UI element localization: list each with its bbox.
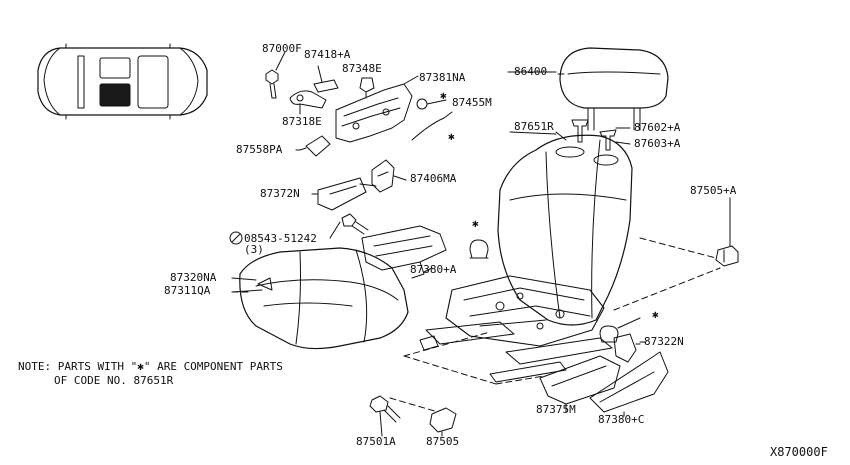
- label-87320NA: 87320NA: [170, 271, 217, 284]
- headrest-part: [557, 47, 669, 131]
- note-line-2: OF CODE NO. 87651R: [54, 374, 174, 387]
- component-mark: ✱: [652, 308, 659, 321]
- grommet-right-part: [599, 317, 641, 343]
- note-line-1: NOTE: PARTS WITH "✱" ARE COMPONENT PARTS: [18, 360, 283, 373]
- bracket-87558PA-part: [299, 135, 331, 157]
- side-bracket-part: [335, 75, 419, 143]
- grommet-part: [469, 239, 489, 259]
- label-87381NA: 87381NA: [419, 71, 466, 84]
- recliner-lever-part: [289, 65, 339, 115]
- label-87418A: 87418+A: [304, 48, 351, 61]
- leader-lines: [231, 71, 647, 343]
- label-87602A: 87602+A: [634, 121, 681, 134]
- label-87505A: 87505+A: [690, 184, 737, 197]
- clip-87455M-part: [411, 98, 453, 141]
- bolt-87501A-part: [369, 395, 401, 437]
- label-86400: 86400: [514, 65, 548, 78]
- seat-back-part: [497, 131, 633, 326]
- cover-87406MA-part: [371, 159, 407, 193]
- cover-87375M-part: [539, 355, 621, 413]
- label-87505: 87505: [426, 435, 460, 448]
- label-87372N: 87372N: [260, 187, 300, 200]
- diagram-code: X870000F: [770, 445, 828, 459]
- bolt-87000F-part: [265, 51, 286, 99]
- headrest-guide-part: [571, 119, 631, 151]
- side-cover-87380A-part: [361, 225, 447, 279]
- label-87455M: 87455M: [452, 96, 492, 109]
- label-87348E: 87348E: [342, 62, 382, 75]
- car-locator-icon: [37, 43, 208, 120]
- label-87318E: 87318E: [282, 115, 322, 128]
- cover-87372N-part: [317, 177, 377, 211]
- seat-frame-part: [419, 275, 613, 383]
- label-87311QA: 87311QA: [164, 284, 211, 297]
- cover-87322N-part: [613, 333, 641, 363]
- label-87603A: 87603+A: [634, 137, 681, 150]
- label-87651R: 87651R: [514, 120, 554, 133]
- component-mark: ✱: [448, 130, 455, 143]
- label-08543: 08543-51242: [244, 232, 317, 245]
- cover-87380C-part: [589, 351, 669, 417]
- label-87380A: 87380+A: [410, 263, 457, 276]
- label-87322N: 87322N: [644, 335, 684, 348]
- clip-87505-part: [429, 407, 457, 437]
- clip-87505A-part: [715, 197, 739, 267]
- bolt-08543-part: [229, 213, 369, 245]
- label-87380C: 87380+C: [598, 413, 645, 426]
- label-08543-qty: (3): [244, 243, 264, 256]
- label-87501A: 87501A: [356, 435, 396, 448]
- label-87375M: 87375M: [536, 403, 576, 416]
- component-mark: ✱: [472, 217, 479, 230]
- label-87558PA: 87558PA: [236, 143, 283, 156]
- component-mark: ✱: [440, 89, 447, 102]
- label-87406MA: 87406MA: [410, 172, 457, 185]
- label-87000F: 87000F: [262, 42, 302, 55]
- seat-cushion-part: [239, 247, 409, 350]
